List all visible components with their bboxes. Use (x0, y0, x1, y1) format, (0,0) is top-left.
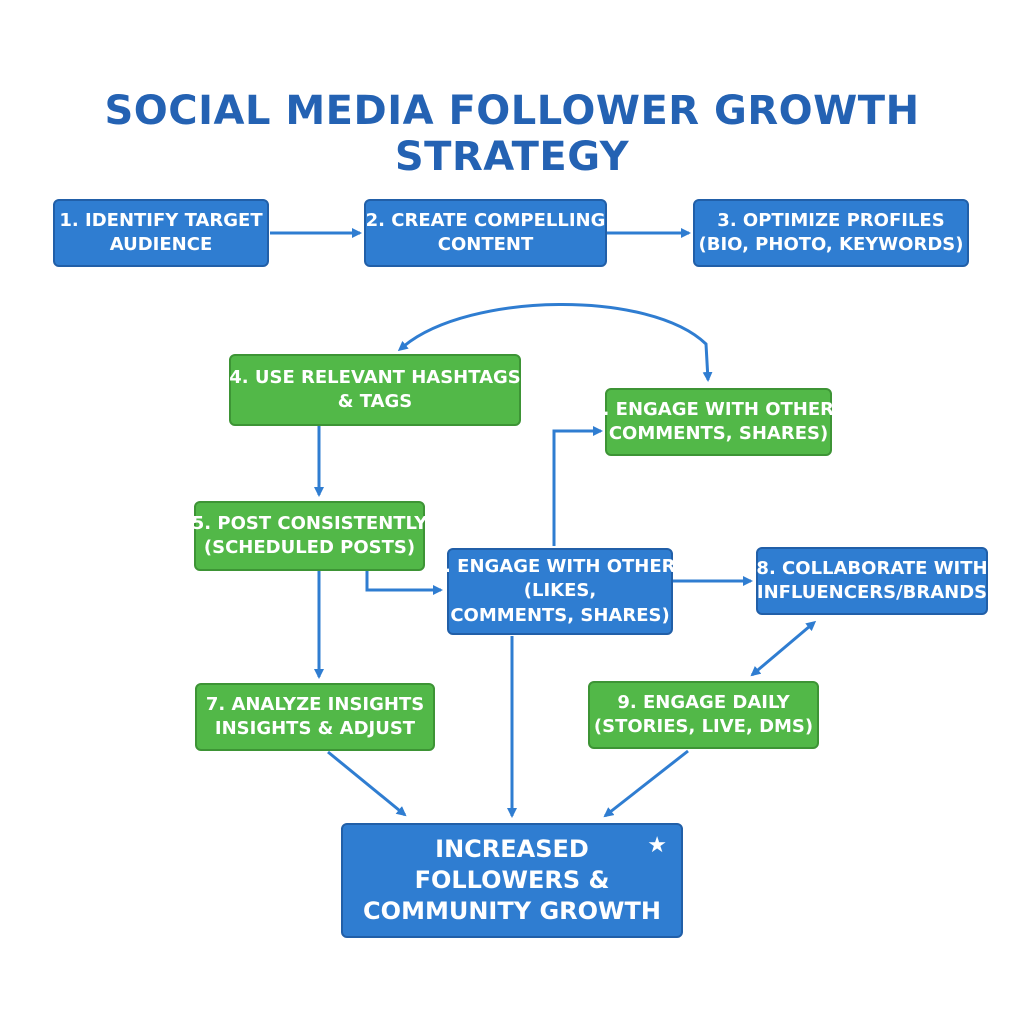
step-8-collaborate: 8. COLLABORATE WITH INFLUENCERS/BRANDS (756, 547, 988, 615)
step-5-line2: (SCHEDULED POSTS) (203, 537, 416, 558)
step-4-line1: 4. USE RELEVANT HASHTAGS (229, 366, 521, 388)
step-8-line1: 8. COLLABORATE WITH (756, 557, 988, 579)
step-6b-engage-others: 6. ENGAGE WITH OTHERS (LIKES, COMMENTS, … (432, 548, 688, 635)
step-6b-line2: (LIKES, (523, 580, 597, 602)
step-5-line1: 5. POST CONSISTENTLY (191, 512, 428, 534)
step-9-engage-daily: 9. ENGAGE DAILY (STORIES, LIVE, DMS) (588, 681, 819, 749)
step-1-identify-audience: 1. IDENTIFY TARGET AUDIENCE (53, 199, 269, 267)
arrow-5-to-6b (365, 571, 443, 595)
step-6b-line1: 6. ENGAGE WITH OTHERS (431, 556, 689, 578)
step-6a-engage-others: 6. ENGAGE WITH OTHERS COMMENTS, SHARES) (590, 388, 847, 456)
step-2-line1: 2. CREATE COMPELLING (365, 209, 606, 231)
step-4-hashtags-tags: 4. USE RELEVANT HASHTAGS & TAGS (229, 354, 521, 426)
arrow-7-to-final (327, 750, 407, 817)
star-icon: ★ (647, 833, 667, 858)
step-3-line1: 3. OPTIMIZE PROFILES (717, 209, 945, 231)
step-7-analyze-insights: 7. ANALYZE INSIGHTS INSIGHTS & ADJUST (195, 683, 435, 751)
step-7-line2: INSIGHTS & ADJUST (214, 718, 416, 739)
arrow-9-to-final (603, 749, 689, 818)
step-2-create-content: 2. CREATE COMPELLING CONTENT (364, 199, 607, 267)
outcome-community-growth: ★ INCREASED FOLLOWERS & COMMUNITY GROWTH (341, 823, 683, 938)
step-4-line2: & TAGS (337, 391, 413, 412)
outcome-line3: COMMUNITY GROWTH (363, 897, 661, 926)
step-6a-line1: 6. ENGAGE WITH OTHERS (590, 398, 847, 420)
step-6b-line3: COMMENTS, SHARES) (450, 604, 670, 626)
step-6a-line2: COMMENTS, SHARES) (608, 423, 829, 444)
step-9-line1: 9. ENGAGE DAILY (617, 691, 790, 713)
arrow-8-9-bidirectional (750, 620, 817, 677)
step-1-line2: AUDIENCE (109, 234, 213, 255)
step-9-line2: (STORIES, LIVE, DMS) (593, 716, 814, 737)
outcome-line2: FOLLOWERS & (414, 865, 610, 894)
arrow-6b-to-6a (552, 426, 603, 546)
step-2-line2: CONTENT (437, 234, 534, 255)
arrow-curve-4-6 (397, 303, 713, 382)
step-3-line2: (BIO, PHOTO, KEYWORDS) (698, 234, 964, 255)
diagram-title: SOCIAL MEDIA FOLLOWER GROWTH STRATEGY (104, 88, 920, 180)
outcome-line1: INCREASED (435, 834, 589, 863)
step-3-optimize-profiles: 3. OPTIMIZE PROFILES (BIO, PHOTO, KEYWOR… (693, 199, 969, 267)
step-7-line1: 7. ANALYZE INSIGHTS (205, 693, 425, 715)
step-8-line2: INFLUENCERS/BRANDS (756, 582, 988, 603)
step-1-line1: 1. IDENTIFY TARGET (59, 209, 263, 231)
step-5-post-consistently: 5. POST CONSISTENTLY (SCHEDULED POSTS) (191, 501, 428, 571)
